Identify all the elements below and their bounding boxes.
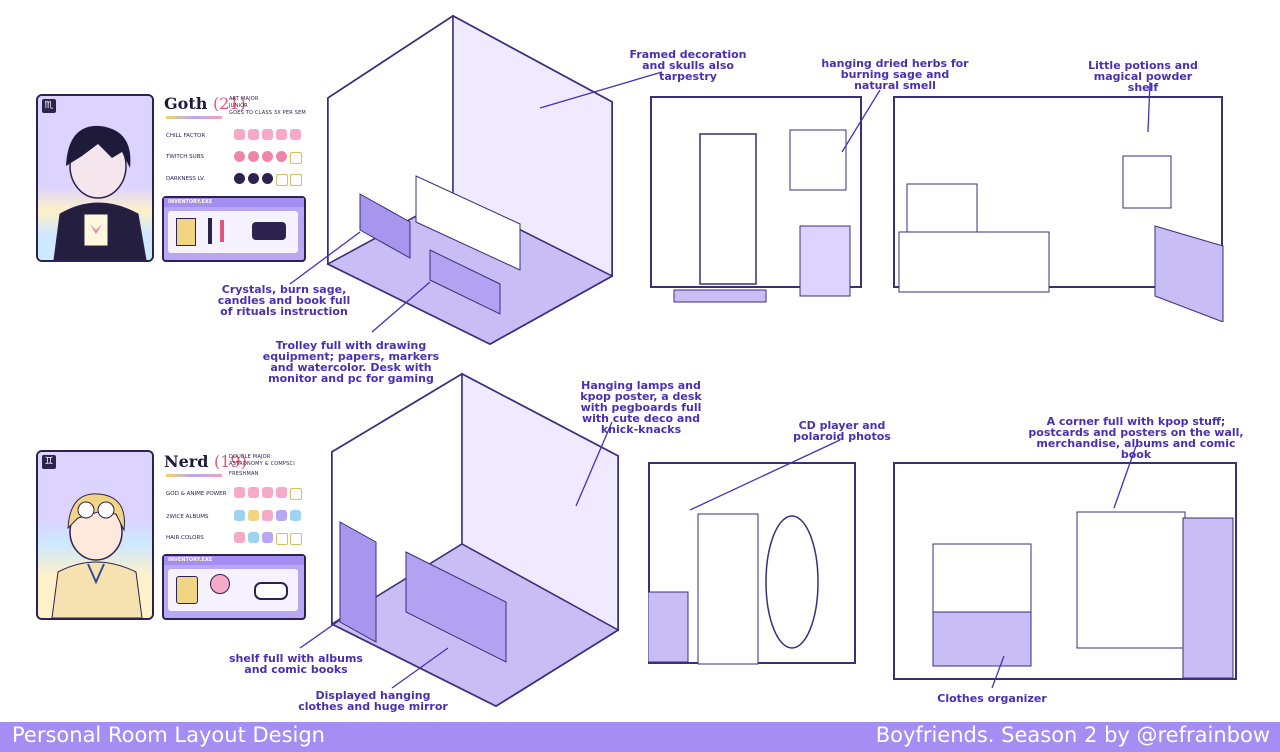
annotation-leader-lines — [289, 71, 1151, 689]
nerd-portrait-illustration — [51, 493, 143, 618]
footer-credit: Boyfriends. Season 2 by @refrainbow — [875, 723, 1270, 747]
goth-info-1: ART MAJOR — [229, 96, 259, 102]
twitch-badge-icon — [276, 151, 287, 162]
album-icon — [262, 510, 273, 521]
goth-isometric-room — [326, 14, 614, 346]
star-icon — [248, 487, 259, 498]
glasses-icon — [254, 582, 288, 600]
goth-divider — [166, 116, 222, 119]
nerd-info-1: DOUBLE MAJOR: — [229, 454, 273, 460]
twitch-badge-icon — [248, 151, 259, 162]
album-icon — [234, 510, 245, 521]
nerd-elevation-right — [893, 462, 1237, 680]
empty-stat-slot — [276, 533, 288, 545]
spellbook-icon — [176, 218, 196, 246]
nerd-info-3: FRESHMAN — [229, 471, 259, 477]
goth-name: Goth (21) — [164, 94, 246, 113]
inventory-titlebar — [164, 198, 304, 207]
nerd-stat-label-1: GOD & ANIME POWER — [166, 491, 227, 497]
inventory-title: INVENTORY.EXE — [168, 199, 213, 205]
nerd-name: Nerd (19) — [164, 452, 247, 471]
twitch-badge-icon — [234, 151, 245, 162]
nerd-elevation-left — [648, 462, 856, 665]
album-icon — [290, 510, 301, 521]
goth-info-3: GOES TO CLASS 3X PER SEM — [229, 110, 306, 116]
empty-stat-slot — [290, 152, 302, 164]
note-albums-shelf: shelf full with albums and comic books — [229, 652, 363, 676]
lightstick-icon — [210, 574, 230, 594]
note-cd-player: CD player and polaroid photos — [793, 419, 891, 443]
goth-inventory-window: INVENTORY.EXE — [162, 196, 306, 262]
leaf-icon — [248, 129, 259, 140]
empty-stat-slot — [290, 488, 302, 500]
goth-elevation-left — [650, 96, 862, 303]
note-dried-herbs: hanging dried herbs for burning sage and… — [821, 57, 969, 92]
nerd-info-2: ASTRONOMY & COMPSCI — [229, 461, 295, 467]
nerd-zodiac-icon: ♊ — [42, 455, 56, 469]
pen-icon — [220, 220, 224, 242]
goth-name-text: Goth — [164, 94, 208, 113]
note-kpop-corner: A corner full with kpop stuff; postcards… — [1028, 415, 1244, 461]
darkness-icon — [262, 173, 273, 184]
pencil-icon — [208, 218, 212, 244]
inventory-titlebar — [164, 556, 304, 565]
note-hanging-lamps: Hanging lamps and kpop poster, a desk wi… — [580, 379, 702, 436]
goth-info-2: JUNIOR — [229, 103, 248, 109]
inventory-title: INVENTORY.EXE — [168, 557, 213, 563]
leaf-icon — [262, 129, 273, 140]
empty-stat-slot — [290, 174, 302, 186]
goth-age: (21) — [212, 94, 246, 113]
nerd-stat-label-2: 2WICE ALBUMS — [166, 514, 209, 520]
empty-stat-slot — [290, 533, 302, 545]
footer-title: Personal Room Layout Design — [12, 723, 325, 747]
darkness-icon — [248, 173, 259, 184]
hair-color-swatch-icon — [262, 532, 273, 543]
goth-portrait-illustration — [53, 125, 147, 260]
console-icon — [252, 222, 286, 240]
hair-color-swatch-icon — [234, 532, 245, 543]
goth-elevation-right — [893, 96, 1224, 322]
nerd-portrait-card: ♊ — [36, 450, 154, 620]
goth-stat-label-2: TWITCH SUBS — [166, 154, 204, 160]
handheld-console-icon — [176, 576, 198, 604]
hair-color-swatch-icon — [248, 532, 259, 543]
leaf-icon — [290, 129, 301, 140]
footer-bar: Personal Room Layout Design Boyfriends. … — [0, 722, 1280, 752]
leaf-icon — [234, 129, 245, 140]
note-trolley: Trolley full with drawing equipment; pap… — [262, 339, 440, 385]
album-icon — [276, 510, 287, 521]
star-icon — [262, 487, 273, 498]
note-clothes-organizer: Clothes organizer — [937, 692, 1047, 705]
goth-stat-label-1: CHILL FACTOR — [166, 133, 206, 139]
nerd-name-text: Nerd — [164, 452, 209, 471]
leaf-icon — [276, 129, 287, 140]
nerd-age: (19) — [214, 452, 247, 471]
nerd-stat-label-3: HAIR COLORS — [166, 535, 204, 541]
empty-stat-slot — [276, 174, 288, 186]
goth-zodiac-icon: ♏ — [42, 99, 56, 113]
note-hanging-clothes: Displayed hanging clothes and huge mirro… — [298, 689, 448, 713]
goth-portrait-card: ♏ — [36, 94, 154, 262]
note-potions-shelf: Little potions and magical powder shelf — [1088, 59, 1198, 94]
note-crystals: Crystals, burn sage, candles and book fu… — [217, 283, 351, 318]
nerd-inventory-window: INVENTORY.EXE — [162, 554, 306, 620]
darkness-icon — [234, 173, 245, 184]
nerd-divider — [166, 474, 222, 477]
goth-stat-label-3: DARKNESS LV. — [166, 176, 205, 182]
note-framed-decoration: Framed decoration and skulls also tarpes… — [629, 48, 747, 83]
nerd-isometric-room — [330, 372, 620, 708]
star-icon — [234, 487, 245, 498]
twitch-badge-icon — [262, 151, 273, 162]
star-icon — [276, 487, 287, 498]
album-icon — [248, 510, 259, 521]
